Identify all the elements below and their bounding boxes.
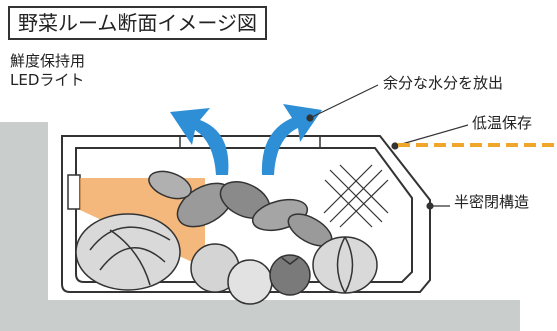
led-label: 鮮度保持用 LEDライト [10, 52, 130, 90]
sealed-structure-label: 半密閉構造 [454, 193, 530, 211]
right-arrow [261, 104, 322, 175]
moisture-arrows [170, 104, 322, 175]
moisture-label: 余分な水分を放出 [383, 74, 504, 92]
diagram-title: 野菜ルーム断面イメージ図 [8, 6, 267, 40]
vegetables [75, 170, 378, 305]
led-label-line2: LEDライト [10, 71, 85, 89]
low-temp-label: 低温保存 [472, 114, 533, 132]
leader-lines [306, 84, 469, 210]
left-arrow [170, 108, 229, 175]
cabinet-base [0, 122, 520, 331]
crosshatch-pattern [323, 164, 389, 228]
led-fixture [67, 174, 81, 210]
led-label-line1: 鮮度保持用 [10, 52, 86, 70]
